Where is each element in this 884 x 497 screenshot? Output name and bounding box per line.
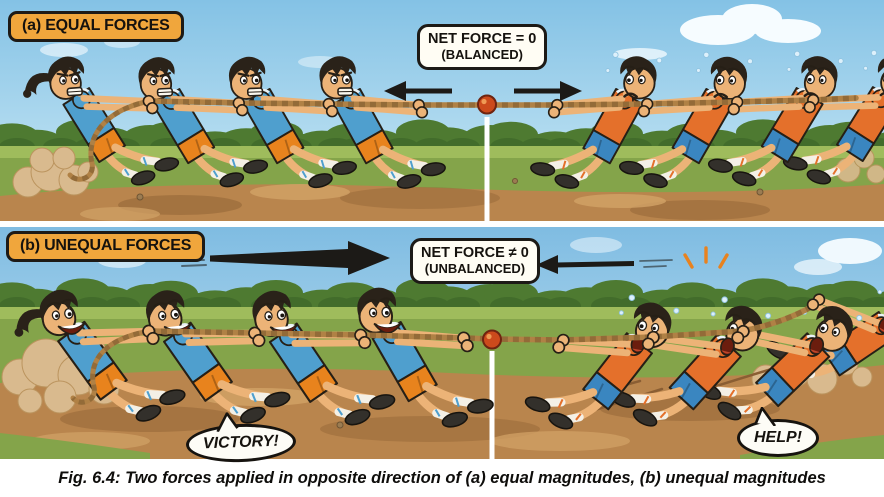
hands-on-rope bbox=[142, 293, 826, 354]
tug-kid bbox=[530, 51, 663, 189]
help-text: HELP! bbox=[754, 429, 802, 446]
tug-kid bbox=[610, 296, 772, 427]
net-force-box-balanced: NET FORCE = 0 (BALANCED) bbox=[417, 24, 548, 70]
panel-b-label: (b) UNEQUAL FORCES bbox=[20, 237, 192, 254]
tug-kid bbox=[14, 289, 186, 422]
kid-hands bbox=[637, 97, 654, 118]
small-force-arrow-icon bbox=[536, 255, 673, 274]
kid-hands bbox=[547, 98, 564, 119]
figure-caption: Fig. 6.4: Two forces applied in opposite… bbox=[0, 459, 884, 497]
rope bbox=[67, 95, 859, 182]
net-force-state: (BALANCED) bbox=[441, 47, 523, 62]
tug-kid bbox=[146, 290, 291, 424]
net-force-state: (UNBALANCED) bbox=[424, 261, 526, 276]
panel-a-label: (a) EQUAL FORCES bbox=[22, 17, 170, 34]
kid-hands bbox=[806, 293, 826, 311]
kid-hands bbox=[322, 97, 339, 118]
kid-hands bbox=[727, 95, 744, 116]
rope-center-marker bbox=[477, 94, 497, 115]
net-force-equation: NET FORCE = 0 bbox=[428, 31, 537, 47]
center-line-marker bbox=[484, 117, 490, 221]
tug-kid bbox=[782, 49, 884, 185]
speech-bubble-tail bbox=[754, 407, 777, 426]
rope-center-marker bbox=[482, 329, 502, 350]
net-force-equation: NET FORCE ≠ 0 bbox=[421, 245, 529, 261]
panel-b-label-plate: (b) UNEQUAL FORCES bbox=[6, 231, 206, 262]
help-speech-bubble: HELP! bbox=[737, 407, 819, 457]
panel-b-teams bbox=[14, 287, 884, 430]
kid-hands bbox=[803, 93, 820, 114]
kid-hands bbox=[457, 331, 474, 353]
victory-speech-bubble: VICTORY! bbox=[185, 412, 297, 464]
speech-bubble-tail bbox=[216, 412, 239, 432]
kid-hands bbox=[354, 328, 372, 350]
alarm-accent-icon bbox=[683, 246, 729, 269]
victory-text: VICTORY! bbox=[202, 432, 280, 453]
kid-hands bbox=[552, 333, 570, 354]
kid-hands bbox=[412, 98, 429, 119]
tug-kid bbox=[23, 56, 180, 186]
kid-hands bbox=[142, 94, 159, 115]
kid-hands bbox=[232, 96, 249, 117]
kid-hands bbox=[248, 326, 266, 348]
equal-force-arrow-left-icon bbox=[384, 81, 452, 101]
panel-a-label-plate: (a) EQUAL FORCES bbox=[8, 11, 184, 42]
equal-force-arrow-right-icon bbox=[514, 81, 582, 101]
panel-a-teams bbox=[23, 49, 884, 189]
grass-tuft-strip bbox=[0, 433, 150, 459]
net-force-box-unbalanced: NET FORCE ≠ 0 (UNBALANCED) bbox=[410, 238, 540, 284]
kid-hands bbox=[641, 330, 660, 351]
kid-hands bbox=[731, 324, 750, 345]
kid-hands bbox=[142, 324, 160, 346]
hands-on-rope bbox=[142, 93, 820, 119]
dirt-patches bbox=[80, 178, 770, 221]
